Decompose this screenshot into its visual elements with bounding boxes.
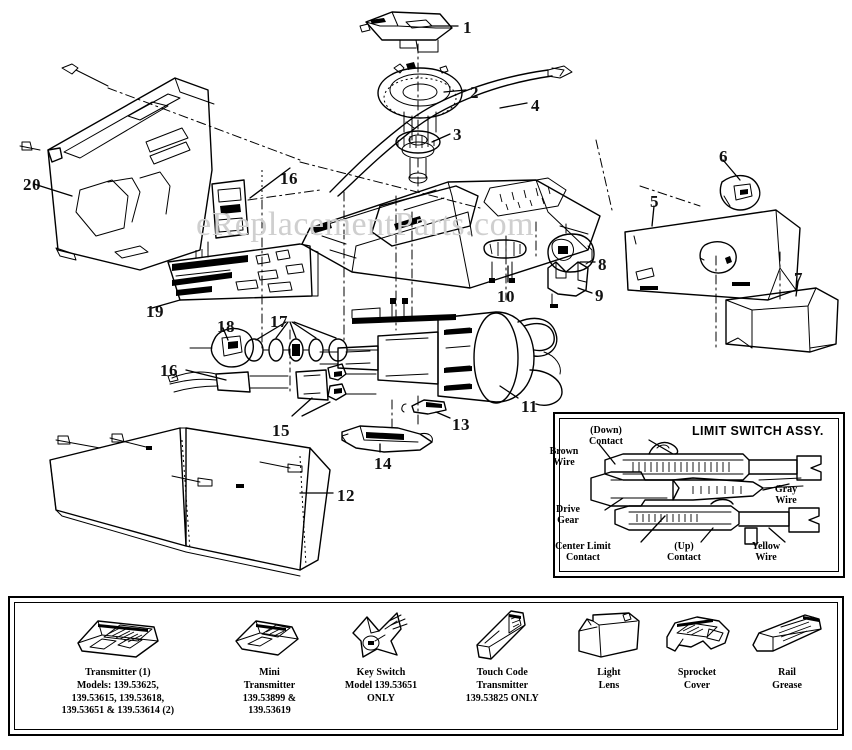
limit-switch-label-brown-wire: Brown Wire xyxy=(549,446,579,469)
part-7-lens-cover xyxy=(715,251,839,353)
legend-caption: Mini Transmitter 139.53899 & 139.53619 xyxy=(242,667,297,717)
part-9-bracket xyxy=(547,261,589,308)
light-lens-icon xyxy=(571,606,647,664)
legend-item-transmitter: Transmitter (1) Models: 139.53625, 139.5… xyxy=(20,606,216,718)
limit-switch-title: LIMIT SWITCH ASSY. xyxy=(692,424,824,438)
mini-transmitter-icon xyxy=(228,606,310,664)
callout-18: 18 xyxy=(217,317,235,336)
callout-11: 11 xyxy=(521,397,539,416)
callout-15: 15 xyxy=(272,421,290,440)
limit-switch-label-drive-gear: Drive Gear xyxy=(556,504,580,527)
part-1-header-bracket xyxy=(359,11,453,53)
part-5-side-cover xyxy=(624,209,801,301)
limit-switch-drawing xyxy=(590,439,822,545)
limit-switch-assembly-inset xyxy=(553,412,845,578)
sprocket-cover-icon xyxy=(657,606,737,664)
callout-9: 9 xyxy=(595,286,604,305)
callout-6: 6 xyxy=(719,147,728,166)
limit-switch-label-center-limit-contact: Center Limit Contact xyxy=(555,541,611,564)
legend-item-rail-grease: Rail Grease xyxy=(742,606,832,693)
callout-16b: 16 xyxy=(160,361,178,380)
limit-switch-label-down-contact: (Down) Contact xyxy=(589,425,623,448)
rail-grease-icon xyxy=(747,606,827,664)
callout-1: 1 xyxy=(463,18,472,37)
callout-5: 5 xyxy=(650,192,659,211)
part-8-end-cap xyxy=(547,233,595,273)
part-19-control-board xyxy=(167,243,319,301)
part-main-chassis xyxy=(301,177,601,289)
legend-caption: Key Switch Model 139.53651 ONLY xyxy=(344,667,418,704)
legend-item-key-switch: Key Switch Model 139.53651 ONLY xyxy=(323,606,438,705)
legend-inner-border xyxy=(14,602,838,730)
callout-17: 17 xyxy=(270,312,288,331)
callout-7: 7 xyxy=(794,269,803,288)
callout-12: 12 xyxy=(337,486,355,505)
callout-19: 19 xyxy=(146,302,164,321)
part-18-drive-gear xyxy=(189,327,254,368)
touch-code-transmitter-icon xyxy=(469,606,535,664)
legend-caption: Rail Grease xyxy=(772,667,802,691)
callout-10: 10 xyxy=(497,287,515,306)
limit-switch-label-up-contact: (Up) Contact xyxy=(667,541,701,564)
callout-8: 8 xyxy=(598,255,607,274)
key-switch-icon xyxy=(345,606,417,664)
legend-item-list: Transmitter (1) Models: 139.53625, 139.5… xyxy=(20,606,832,726)
callout-13: 13 xyxy=(452,415,470,434)
limit-switch-label-yellow-wire: Yellow Wire xyxy=(751,541,781,564)
part-17-shaft-washers xyxy=(244,321,379,373)
callout-20: 20 xyxy=(23,175,41,194)
limit-switch-label-gray-wire: Gray Wire xyxy=(774,484,798,507)
accessory-legend-box: Transmitter (1) Models: 139.53625, 139.5… xyxy=(8,596,844,736)
callout-16: 16 xyxy=(280,169,298,188)
legend-caption: Transmitter (1) Models: 139.53625, 139.5… xyxy=(61,667,175,717)
part-16-wire-harness xyxy=(167,369,289,393)
callout-4: 4 xyxy=(531,96,540,115)
part-20-end-panel xyxy=(19,63,301,271)
legend-item-light-lens: Light Lens xyxy=(566,606,652,693)
transmitter-icon xyxy=(68,606,168,664)
part-16-bracket-upper xyxy=(211,179,321,239)
legend-caption: Touch Code Transmitter 139.53825 ONLY xyxy=(465,667,539,704)
legend-caption: Light Lens xyxy=(597,667,621,691)
callout-14: 14 xyxy=(374,454,392,473)
part-3-worm-gear xyxy=(395,43,441,197)
part-14-trolley xyxy=(341,395,433,453)
part-2-drive-sprocket xyxy=(377,62,463,141)
part-12-rail-channel xyxy=(49,427,331,577)
callout-3: 3 xyxy=(453,125,462,144)
alignment-guides xyxy=(207,139,701,349)
part-11-motor xyxy=(319,298,563,406)
part-6-mounting-clip xyxy=(719,175,761,211)
legend-item-mini-transmitter: Mini Transmitter 139.53899 & 139.53619 xyxy=(216,606,324,718)
legend-item-sprocket-cover: Sprocket Cover xyxy=(652,606,742,693)
legend-item-touch-code-transmitter: Touch Code Transmitter 139.53825 ONLY xyxy=(439,606,566,705)
part-15-connector-block xyxy=(289,363,377,417)
inset-inner-border xyxy=(559,418,839,572)
part-13-lever xyxy=(401,399,447,415)
legend-caption: Sprocket Cover xyxy=(677,667,717,691)
part-4-curved-rail xyxy=(329,65,573,197)
callout-2: 2 xyxy=(470,83,479,102)
